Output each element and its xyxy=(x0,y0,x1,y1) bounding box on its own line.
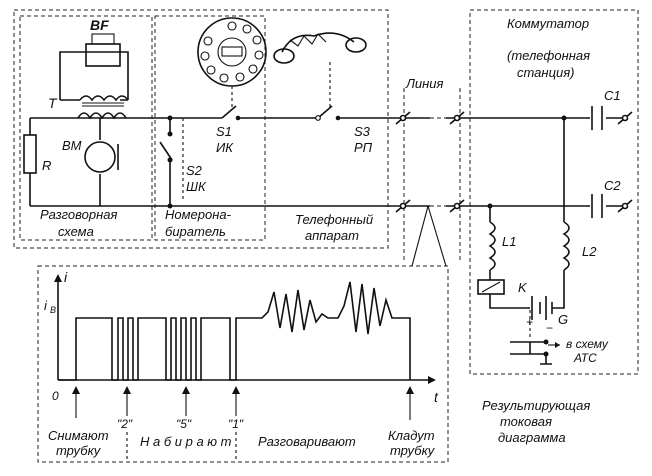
label-ik: ИК xyxy=(216,140,234,155)
label-s2: S2 xyxy=(186,163,203,178)
talking-label: Разговаривают xyxy=(258,434,356,449)
rotary-dial-icon xyxy=(197,17,267,87)
label-g: G xyxy=(558,312,568,327)
origin-label: 0 xyxy=(52,389,59,403)
to-ats-label-2: АТС xyxy=(573,351,597,365)
to-ats-label-1: в схему xyxy=(566,337,609,351)
exchange-terminals xyxy=(617,111,633,213)
level-sub-label: B xyxy=(50,305,56,315)
label-r: R xyxy=(42,158,51,173)
microphone-bm xyxy=(84,141,116,173)
battery-g xyxy=(531,296,553,320)
speech-circuit-box xyxy=(19,15,153,241)
timing-diagram-box xyxy=(37,265,449,463)
result-label-1: Результирующая xyxy=(482,398,590,413)
label-minus: − xyxy=(546,321,553,335)
inductor-l2 xyxy=(562,221,570,271)
exchange-label-1: Коммутатор xyxy=(507,16,589,31)
switch-s2 xyxy=(159,141,173,161)
switch-s3 xyxy=(317,105,333,119)
relay-k xyxy=(477,279,505,295)
hangup-label-1: Кладут xyxy=(388,428,435,443)
transformer-coil xyxy=(77,112,127,120)
digit-label-2: "2" xyxy=(117,417,133,431)
label-bf: BF xyxy=(90,17,109,33)
label-t: T xyxy=(48,95,58,111)
exchange-label-3: станция) xyxy=(517,65,575,80)
label-rp: РП xyxy=(354,140,373,155)
hangup-label-2: трубку xyxy=(390,443,436,458)
label-line: Линия xyxy=(405,76,444,91)
handset-icon xyxy=(273,32,367,64)
result-label-3: диаграмма xyxy=(498,430,566,445)
relay-contact xyxy=(510,339,549,357)
label-s1: S1 xyxy=(216,124,232,139)
axis-i-label: i xyxy=(64,269,68,285)
result-label-2: токовая xyxy=(500,414,552,429)
label-k: K xyxy=(518,280,528,295)
capacitor-c2 xyxy=(591,194,603,218)
label-plus: + xyxy=(526,315,533,329)
pickup-label-2: трубку xyxy=(56,443,102,458)
phone-set-box xyxy=(13,9,389,249)
switch-s1 xyxy=(221,105,237,119)
digit-label-1: "1" xyxy=(228,417,244,431)
label-bm: BM xyxy=(62,138,82,153)
axis-t-label: t xyxy=(434,389,439,405)
pickup-label-1: Снимают xyxy=(48,428,109,443)
transformer-secondary xyxy=(79,95,129,102)
earphone-wires xyxy=(59,51,129,100)
dialer-label-1: Номерона- xyxy=(165,207,232,222)
exchange-label-2: (телефонная xyxy=(507,48,590,63)
label-l1: L1 xyxy=(502,234,516,249)
timing-axes xyxy=(54,274,436,384)
dialer-label-2: биратель xyxy=(165,224,226,239)
line-terminals xyxy=(395,111,465,213)
speech-circuit-label-1: Разговорная xyxy=(40,207,117,222)
dialing-label: Н а б и р а ю т xyxy=(140,434,232,449)
earphone-bf xyxy=(85,43,121,67)
level-label: i xyxy=(44,298,48,313)
current-waveform xyxy=(58,281,411,381)
callout-pointer xyxy=(411,205,447,267)
event-arrows xyxy=(72,386,414,420)
label-s3: S3 xyxy=(354,124,371,139)
speech-circuit-label-2: схема xyxy=(58,224,94,239)
phone-set-label-1: Телефонный xyxy=(295,212,373,227)
inductor-l1 xyxy=(488,221,496,271)
capacitor-c1 xyxy=(591,106,603,130)
label-c1: C1 xyxy=(604,88,621,103)
label-c2: C2 xyxy=(604,178,621,193)
phone-set-label-2: аппарат xyxy=(305,228,359,243)
digit-label-5: "5" xyxy=(176,417,192,431)
resistor-r xyxy=(23,134,37,174)
label-l2: L2 xyxy=(582,244,597,259)
dialer-box xyxy=(154,15,266,241)
label-shk: ШК xyxy=(186,179,207,194)
exchange-box xyxy=(469,9,639,375)
